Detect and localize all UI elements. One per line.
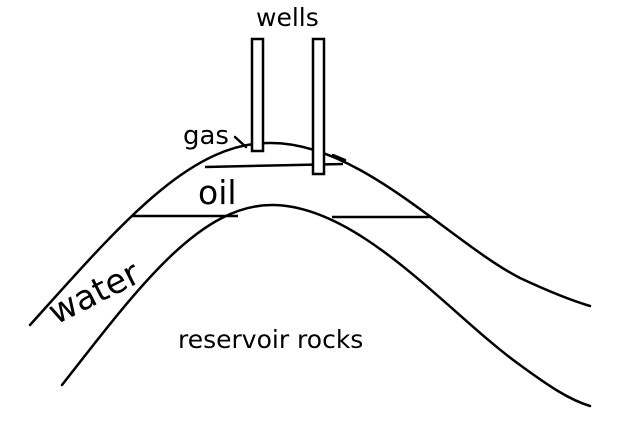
water-label: water bbox=[42, 253, 146, 333]
oil-label: oil bbox=[198, 173, 237, 212]
wells-label: wells bbox=[256, 3, 319, 32]
gas-label: gas bbox=[183, 121, 229, 151]
well-left bbox=[250, 37, 265, 153]
gas-contact-tick bbox=[331, 153, 347, 162]
reservoir-rocks-label: reservoir rocks bbox=[178, 325, 363, 354]
upper-layer-boundary bbox=[28, 141, 592, 327]
lower-layer-boundary bbox=[60, 203, 592, 408]
gas-label-leader bbox=[233, 135, 248, 149]
well-right bbox=[311, 37, 326, 176]
